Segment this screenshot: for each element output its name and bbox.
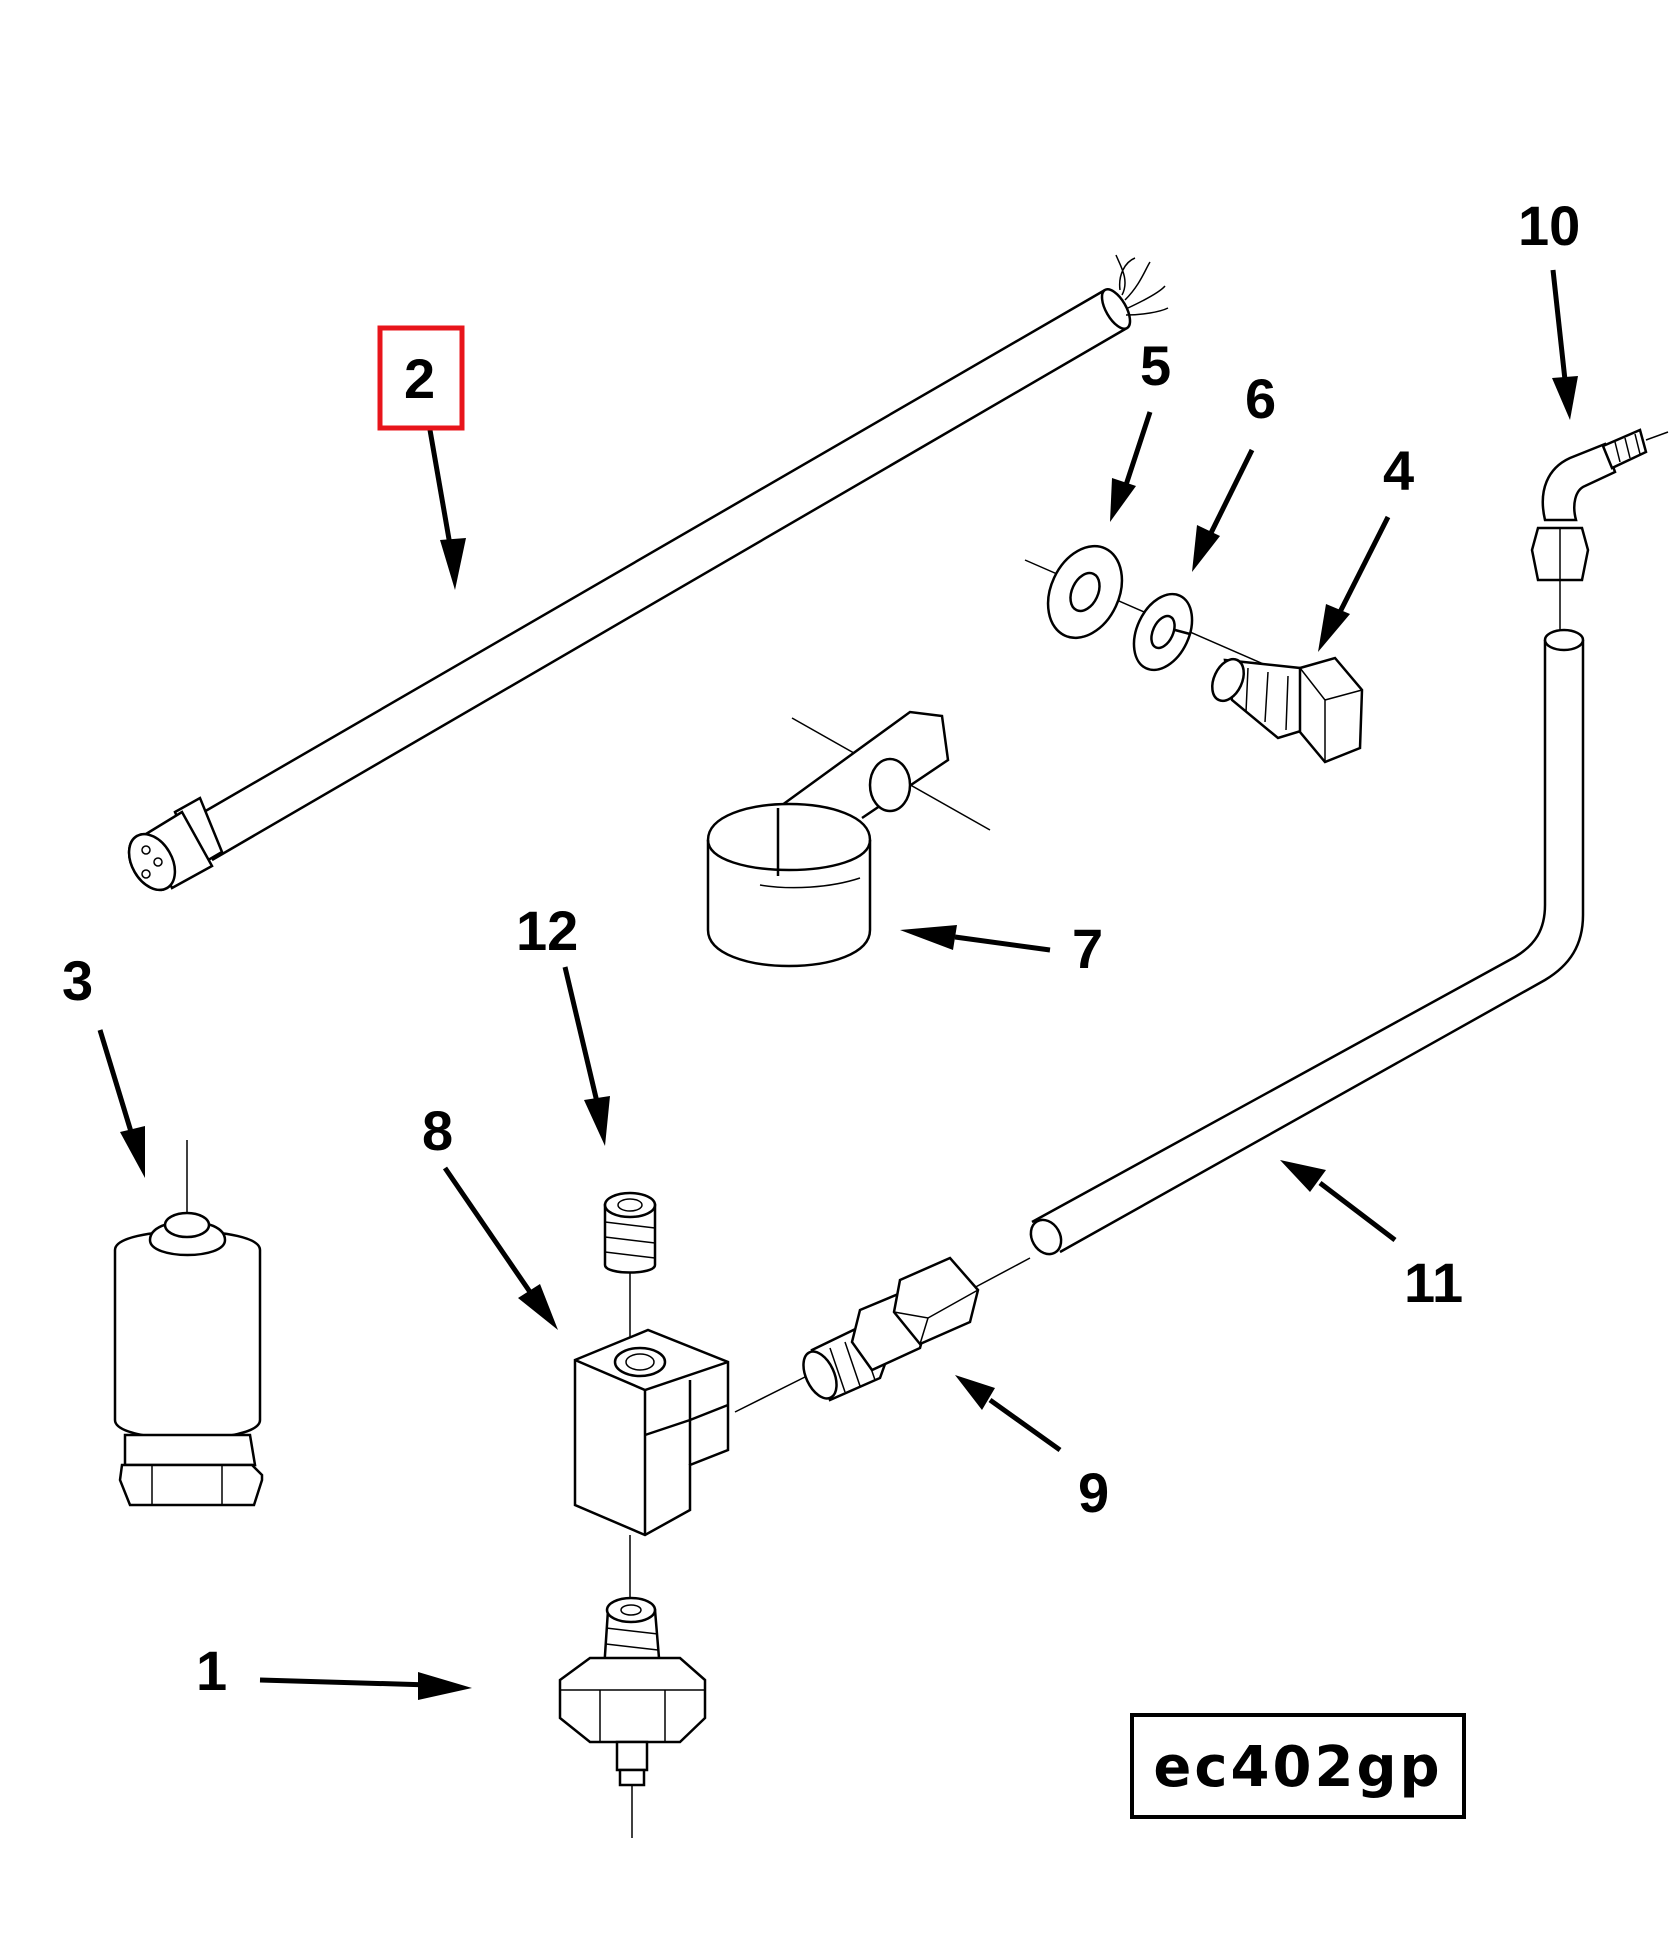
- callout-arrows: [97, 269, 1578, 1700]
- callout-3: 3: [62, 949, 93, 1012]
- callout-10: 10: [1518, 194, 1580, 257]
- bolt-part: [1211, 656, 1364, 764]
- pressure-switch-part: [558, 1596, 707, 1838]
- tube-assembly-part: [1029, 628, 1585, 1256]
- flat-washer-part: [1024, 544, 1301, 681]
- callout-6: 6: [1245, 367, 1276, 430]
- callout-8: 8: [422, 1099, 453, 1162]
- drawing-id-box: [1130, 1713, 1466, 1819]
- drawing-id: ec402gp: [1153, 1735, 1442, 1800]
- tee-block-part: [573, 1270, 730, 1610]
- plug-part: [603, 1191, 657, 1274]
- elbow-fitting-part: [1530, 428, 1669, 630]
- callout-12: 12: [516, 899, 578, 962]
- connector-fitting-part: [734, 1256, 1031, 1413]
- callout-9: 9: [1078, 1461, 1109, 1524]
- sensor-part: [113, 1140, 264, 1507]
- wiring-harness-part: [127, 254, 1169, 892]
- callout-11: 11: [1404, 1251, 1463, 1314]
- p-clamp-part: [706, 710, 991, 968]
- callout-5: 5: [1140, 334, 1171, 397]
- highlight-box: [377, 325, 465, 431]
- callout-2: 2: [404, 347, 435, 410]
- callout-1: 1: [196, 1639, 227, 1702]
- callout-4: 4: [1383, 439, 1414, 502]
- lock-washer-part: [1132, 592, 1194, 672]
- callout-7: 7: [1072, 917, 1103, 980]
